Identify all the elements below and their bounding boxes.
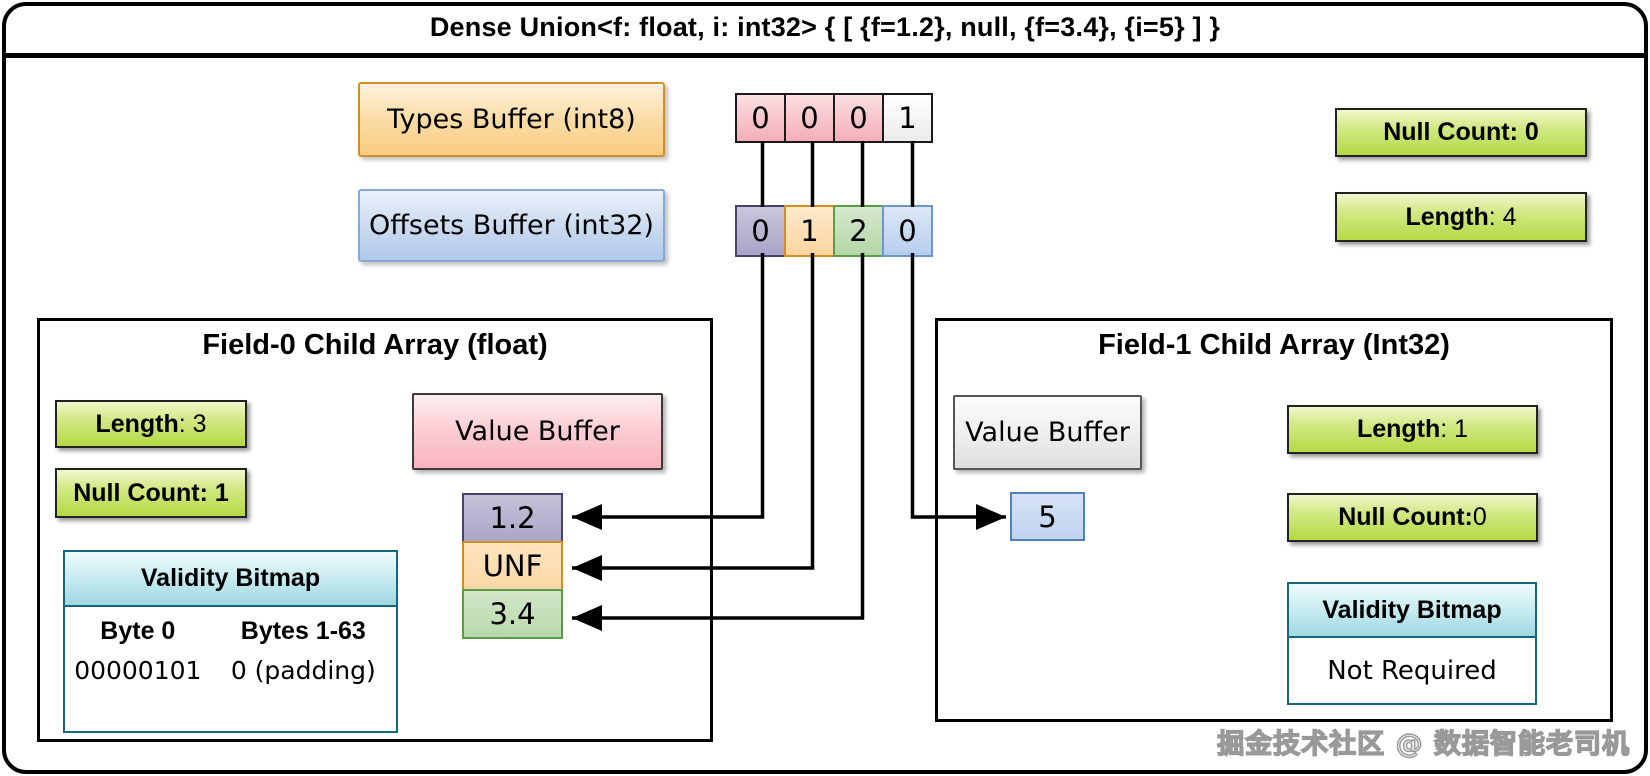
union-length-rest: : 4 [1488,202,1517,231]
union-null-count-badge: Null Count: 0 [1335,108,1587,157]
diagram-title: Dense Union<f: float, i: int32> { [ {f=1… [429,12,1221,42]
field0-bitmap-col1-value: 00000101 [74,656,202,685]
field0-value-buffer-label: Value Buffer [412,393,663,470]
field1-validity-bitmap-header: Validity Bitmap [1287,582,1537,638]
field0-value-buffer-text: Value Buffer [455,416,620,447]
field1-title: Field-1 Child Array (Int32) [1098,329,1450,361]
field0-null-count-text: Null Count: 1 [73,478,229,507]
types-buffer-cells: 0 0 0 1 [735,93,933,143]
field1-length-text: Length [1356,415,1441,443]
field1-null-count-badge: Null Count: 0 [1287,493,1538,542]
field1-validity-bitmap-title: Validity Bitmap [1322,595,1502,624]
offsets-cell-3: 0 [882,205,933,257]
field0-validity-bitmap-body: Byte 0 Bytes 1-63 00000101 0 (padding) [63,605,398,733]
field1-length-rest: : 1 [1440,415,1469,443]
types-cell-0: 0 [735,93,786,143]
field1-value-buffer-text: Value Buffer [965,417,1130,448]
union-length-text: Length [1405,202,1489,231]
field1-length-badge: Length: 1 [1287,405,1538,454]
types-cell-1: 0 [784,93,835,143]
offsets-cell-0: 0 [735,205,786,257]
field0-length-text: Length [95,409,179,438]
field1-null-count-rest: 0 [1472,503,1487,531]
types-cell-3: 1 [882,93,933,143]
field1-validity-bitmap-body: Not Required [1287,636,1537,705]
watermark: 掘金技术社区 @ 数据智能老司机 [1216,728,1630,760]
field1-value-buffer-label: Value Buffer [953,395,1142,470]
field0-validity-bitmap-title: Validity Bitmap [140,564,321,592]
field0-length-badge: Length: 3 [55,400,247,448]
field1-value-cell-0: 5 [1010,492,1085,541]
offsets-cell-2: 2 [833,205,884,257]
field0-value-cells: 1.2 UNF 3.4 [462,493,563,639]
field1-validity-bitmap-text: Not Required [1327,655,1497,686]
field0-bitmap-col2-header: Bytes 1-63 [240,617,366,645]
union-length-badge: Length: 4 [1335,192,1587,242]
field0-value-cell-2: 3.4 [462,589,563,639]
field0-validity-bitmap-header: Validity Bitmap [63,550,398,607]
offsets-cell-1: 1 [784,205,835,257]
field0-bitmap-col2-value: 0 (padding) [230,656,376,685]
title-divider [4,53,1646,58]
field0-null-count-badge: Null Count: 1 [55,468,247,518]
offsets-buffer-label-text: Offsets Buffer (int32) [369,210,654,241]
union-null-count-text: Null Count: 0 [1383,118,1539,146]
types-buffer-label-text: Types Buffer (int8) [387,104,636,135]
field1-box: Field-1 Child Array (Int32) [935,318,1613,722]
field1-null-count-text: Null Count: [1338,503,1473,531]
field0-length-rest: : 3 [178,409,207,438]
types-cell-2: 0 [833,93,884,143]
field0-bitmap-col1-header: Byte 0 [100,617,176,645]
field0-title: Field-0 Child Array (float) [202,329,548,361]
field0-value-cell-1: UNF [462,541,563,591]
offsets-buffer-cells: 0 1 2 0 [735,205,933,257]
offsets-buffer-label: Offsets Buffer (int32) [358,189,665,262]
field0-value-cell-0: 1.2 [462,493,563,543]
types-buffer-label: Types Buffer (int8) [358,82,665,157]
